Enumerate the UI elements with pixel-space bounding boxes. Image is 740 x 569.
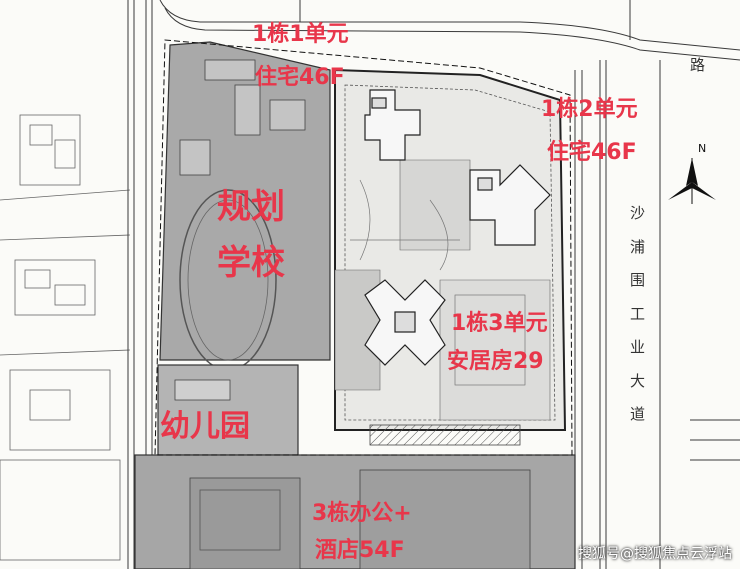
label-tower3-line1: 3栋办公+ — [312, 501, 412, 526]
site-boundary — [154, 39, 573, 456]
label-tower1-unit3-line2: 安居房29 — [447, 349, 544, 374]
compass-north-label: N — [698, 142, 706, 155]
avenue-char-7: 道 — [630, 405, 646, 423]
hatched-strip — [369, 424, 521, 446]
tower-1-unit-3-building — [364, 279, 446, 366]
label-tower1-unit3-line1: 1栋3单元 — [451, 311, 548, 336]
avenue-char-3: 围 — [630, 271, 646, 289]
left-residential-blocks — [0, 114, 131, 561]
school-buildings — [179, 59, 306, 176]
road-label: 路 — [690, 56, 706, 74]
label-tower1-unit1-line2: 住宅46F — [255, 65, 345, 90]
avenue-char-4: 工 — [630, 305, 646, 323]
north-arrow-icon: N — [668, 142, 716, 204]
label-tower1-unit2-line2: 住宅46F — [547, 140, 637, 165]
right-road-lines — [574, 60, 740, 569]
label-tower1-unit2-line1: 1栋2单元 — [541, 97, 638, 122]
avenue-char-6: 大 — [630, 372, 646, 390]
tower-1-unit-2-building — [469, 164, 551, 246]
label-planned-school-line1: 规划 — [217, 187, 285, 227]
top-road-lines — [159, 0, 740, 61]
avenue-char-5: 业 — [630, 338, 646, 356]
avenue-char-1: 沙 — [630, 204, 646, 222]
label-planned-school-line2: 学校 — [217, 243, 285, 283]
tower-1-unit-1-building — [364, 89, 421, 161]
label-tower3-line2: 酒店54F — [315, 538, 405, 563]
avenue-char-2: 浦 — [630, 238, 646, 256]
label-kindergarten: 幼儿园 — [160, 409, 250, 444]
watermark: 搜狐号@搜狐焦点云浮站 — [578, 546, 732, 562]
label-tower1-unit1-line1: 1栋1单元 — [252, 22, 349, 47]
